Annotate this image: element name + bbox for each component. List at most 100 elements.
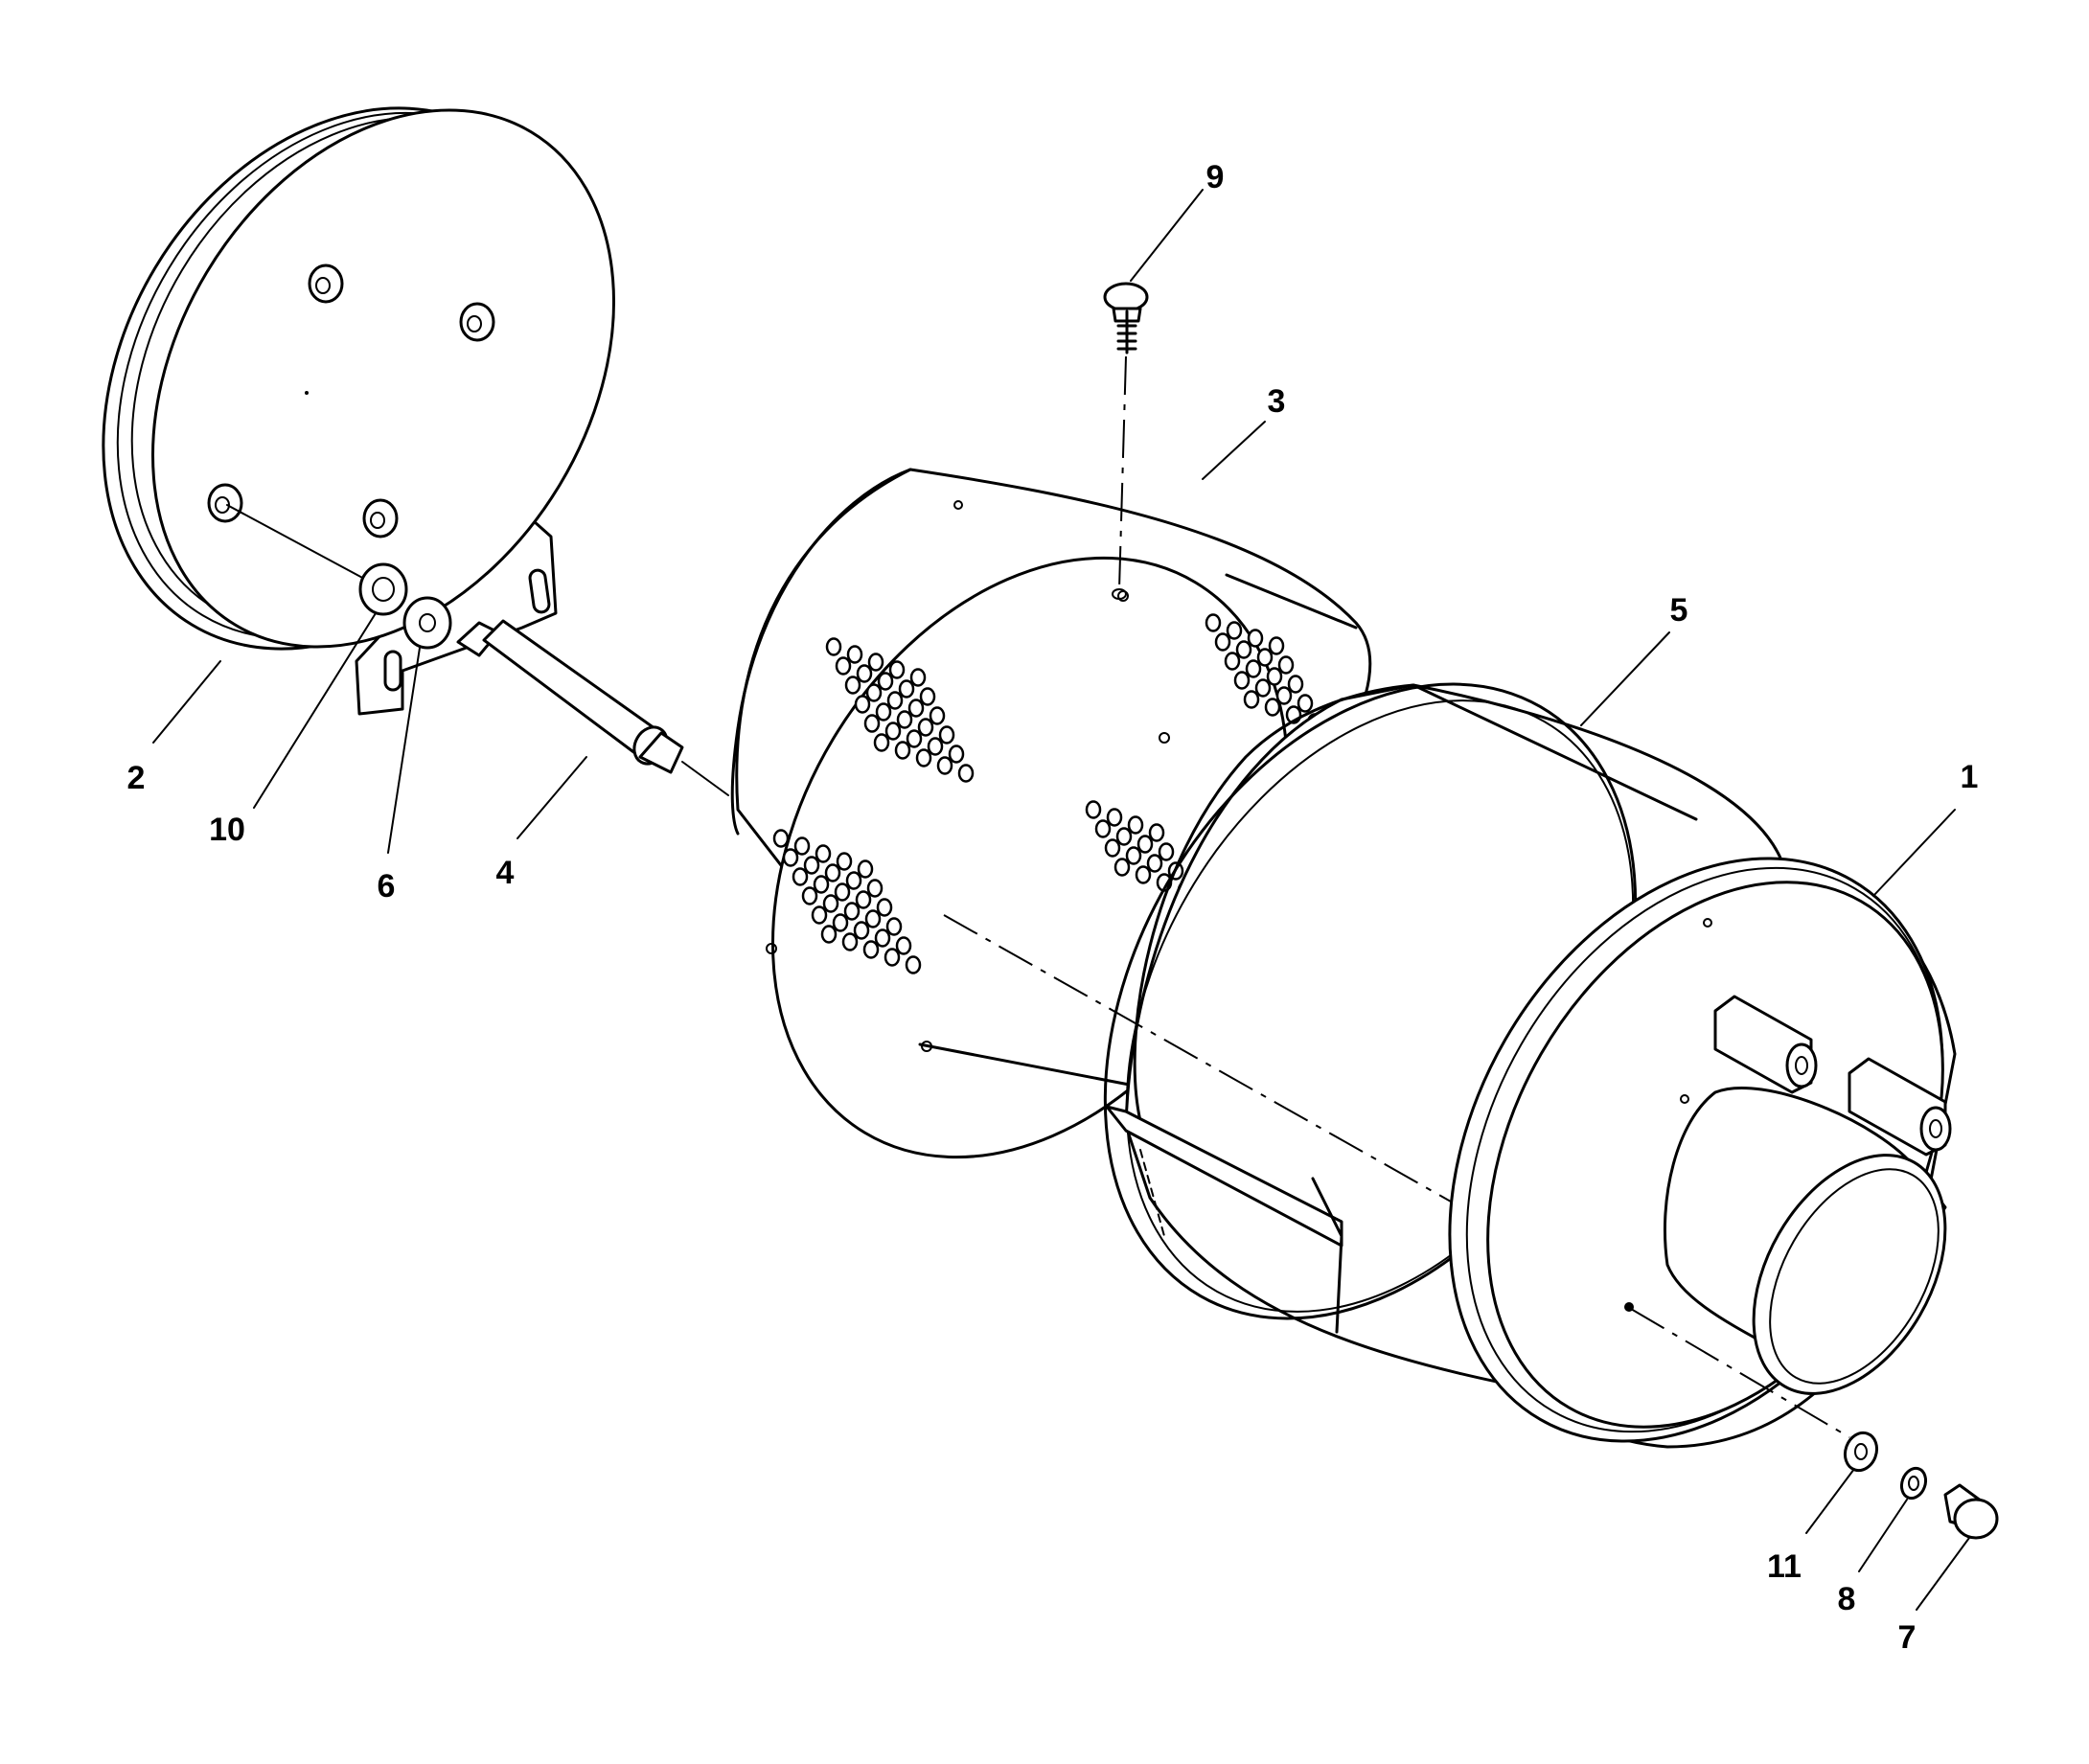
perforation-hole [907,699,925,718]
bracket-slot [528,568,551,614]
perforation-hole [919,687,936,706]
callout-leaders [152,189,1970,1611]
housing-hex-nut [1848,1057,1952,1157]
part-1-housing [1448,857,1957,1449]
perforation-hole [824,863,841,882]
perforation-hole [917,718,934,737]
callout-10: 10 [209,812,245,848]
perforation-hole [1297,694,1314,713]
perforation-hole [1247,629,1264,648]
perforation-hole [846,645,863,664]
perforation-hole [813,875,830,894]
callout-8: 8 [1838,1581,1856,1617]
cover-boss [459,302,495,342]
stud-body [482,619,663,759]
perforation-hole [885,917,903,936]
bracket-slot [383,650,402,692]
perforation-hole [1136,835,1154,854]
perforation-hole [835,656,852,676]
perforation-hole [884,722,902,741]
perforation-hole [1094,819,1112,838]
perforation-hole [1277,655,1295,675]
callout-3: 3 [1268,383,1286,420]
cover-boss [362,498,399,538]
perforation-hole [1205,613,1222,632]
part-8-lockwasher [1899,1466,1928,1501]
perforation-hole [834,882,851,902]
perforation-hole [1256,648,1274,667]
perforation-hole [811,905,828,925]
part-2-end-cover [102,106,615,716]
perforation-hole [792,867,809,886]
perforation-hole [844,676,861,695]
perforation-hole [1127,815,1144,835]
perforation-hole [841,932,859,951]
callout-6: 6 [378,868,396,905]
callout-5: 5 [1670,592,1688,629]
perforation-hole [825,637,842,656]
perforation-hole [895,936,912,955]
callout-1: 1 [1961,759,1979,795]
callout-labels: 1 2 3 4 5 6 7 8 9 10 11 [127,159,1979,1656]
perforation-hole [845,871,862,890]
perforation-hole [822,894,839,913]
screen-rim-back [730,468,912,836]
perforation-hole [1113,858,1131,877]
perforation-hole [1224,652,1241,671]
perforation-hole [906,729,923,748]
perforation-hole [915,748,932,767]
perforation-hole [801,886,818,905]
perforation-hole [855,890,872,909]
perforation-hole [876,898,893,917]
perforation-hole [957,764,975,783]
perforation-hole [803,856,820,875]
perforation-hole [857,859,874,879]
perforation-hole [1254,678,1272,698]
perforation-hole [1245,659,1262,678]
perforation-hole [1125,846,1142,865]
perforation-hole [898,679,915,699]
part-6-washer [402,596,452,650]
perforation-hole [1235,640,1252,659]
callout-7: 7 [1898,1619,1917,1656]
shell-back-rim [1133,683,1415,1123]
part-7-cap-nut [1943,1483,1999,1540]
perforation-hole [1148,823,1165,842]
perforation-hole [867,653,884,672]
perforation-hole [896,710,913,729]
housing-hex-nut [1713,995,1818,1094]
perforation-hole [815,844,832,863]
perforation-hole [873,733,890,752]
perforation-hole [1268,636,1285,655]
screen-perforations [772,613,1323,974]
perforation-hole [1264,698,1281,717]
perforation-hole [866,879,884,898]
part-9-screw [1103,282,1149,600]
callout-9: 9 [1206,159,1225,195]
perforation-hole [853,921,870,940]
perforation-hole [854,695,871,714]
perforation-hole [782,848,799,867]
perforation-hole [820,925,838,944]
callout-2: 2 [127,760,146,796]
cover-boss [207,483,243,523]
perforation-hole [929,706,946,725]
perforation-hole [894,741,911,760]
perforation-hole [948,745,965,764]
perforation-hole [1266,667,1283,686]
perforation-hole [793,836,811,856]
perforation-hole [864,909,882,928]
part-10-washer [358,562,408,616]
perforation-hole [888,660,906,679]
perforation-hole [927,737,944,756]
part-4-stud [456,619,729,796]
perforation-hole [1233,671,1251,690]
perforation-hole [886,691,904,710]
perforation-hole [936,756,953,775]
perforation-hole [875,702,892,722]
cover-boss [308,263,344,304]
perforation-hole [1243,690,1260,709]
perforation-hole [1158,842,1175,861]
